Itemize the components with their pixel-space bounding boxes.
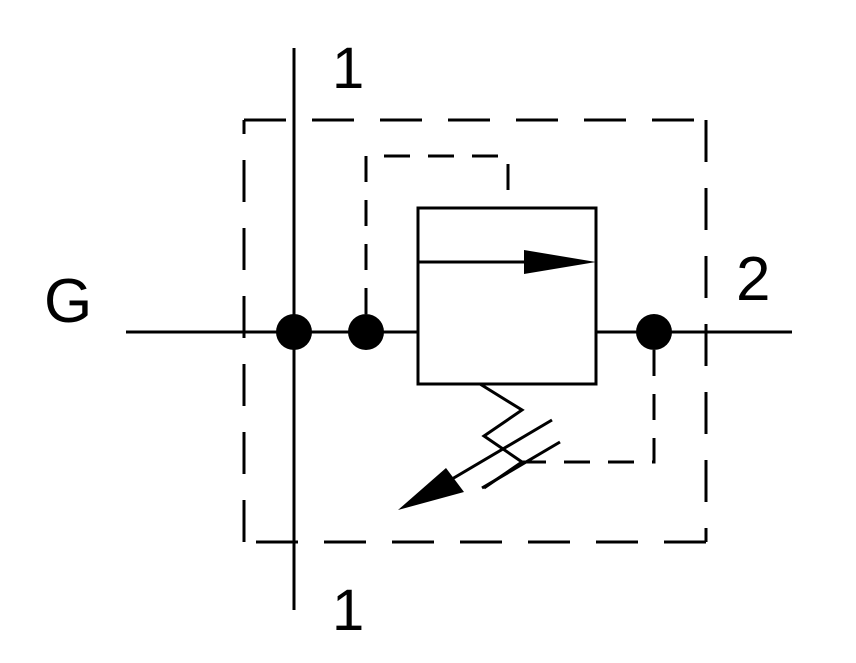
spring-icon [479,382,525,490]
valve-body [416,206,598,386]
adjustment-arrow-icon [398,418,561,510]
junction-dot-outlet [636,314,672,350]
pilot-line-outlet [522,350,656,464]
pilot-line-inlet [364,154,510,314]
junction-dot-main [276,314,312,350]
flow-arrow-icon [418,250,596,274]
junction-dot-pilot [348,314,384,350]
port-label-1-bottom: 1 [332,578,364,643]
port-label-1-top: 1 [332,36,364,101]
port-label-g: G [44,267,92,336]
port-label-2: 2 [736,245,770,314]
